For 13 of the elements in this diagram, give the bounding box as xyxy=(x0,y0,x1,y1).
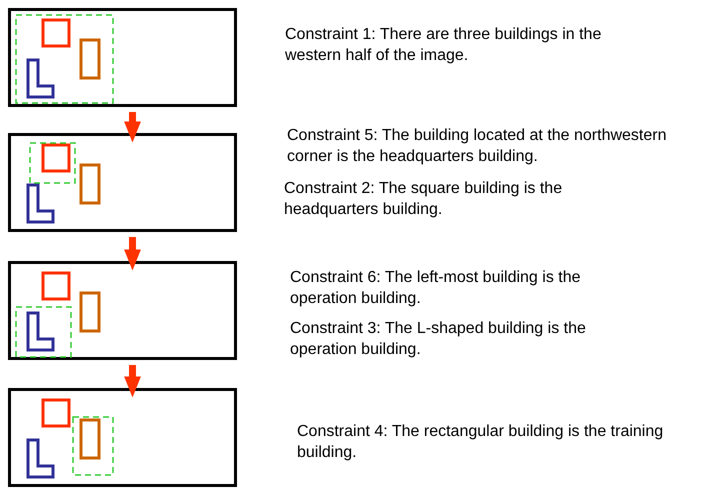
constraint-text: Constraint 3: The L-shaped building is the operation building. xyxy=(290,319,587,360)
constraint-text: Constraint 5: The building located at the northwestern corner is the headquarters building. xyxy=(287,126,668,167)
image-panel xyxy=(8,8,237,107)
image-panel xyxy=(8,261,237,360)
constraint-text: Constraint 1: There are three buildings in the western half of the image. xyxy=(285,25,602,66)
constraint-text: Constraint 2: The square building is the headquarters building. xyxy=(284,179,564,220)
image-panel xyxy=(8,133,237,232)
arrow xyxy=(124,237,141,270)
arrow xyxy=(124,365,141,398)
arrow xyxy=(124,112,141,142)
image-panel xyxy=(8,388,237,487)
constraint-text: Constraint 4: The rectangular building is the training building. xyxy=(297,422,664,463)
constraint-text: Constraint 6: The left-most building is the operation building. xyxy=(290,268,582,309)
